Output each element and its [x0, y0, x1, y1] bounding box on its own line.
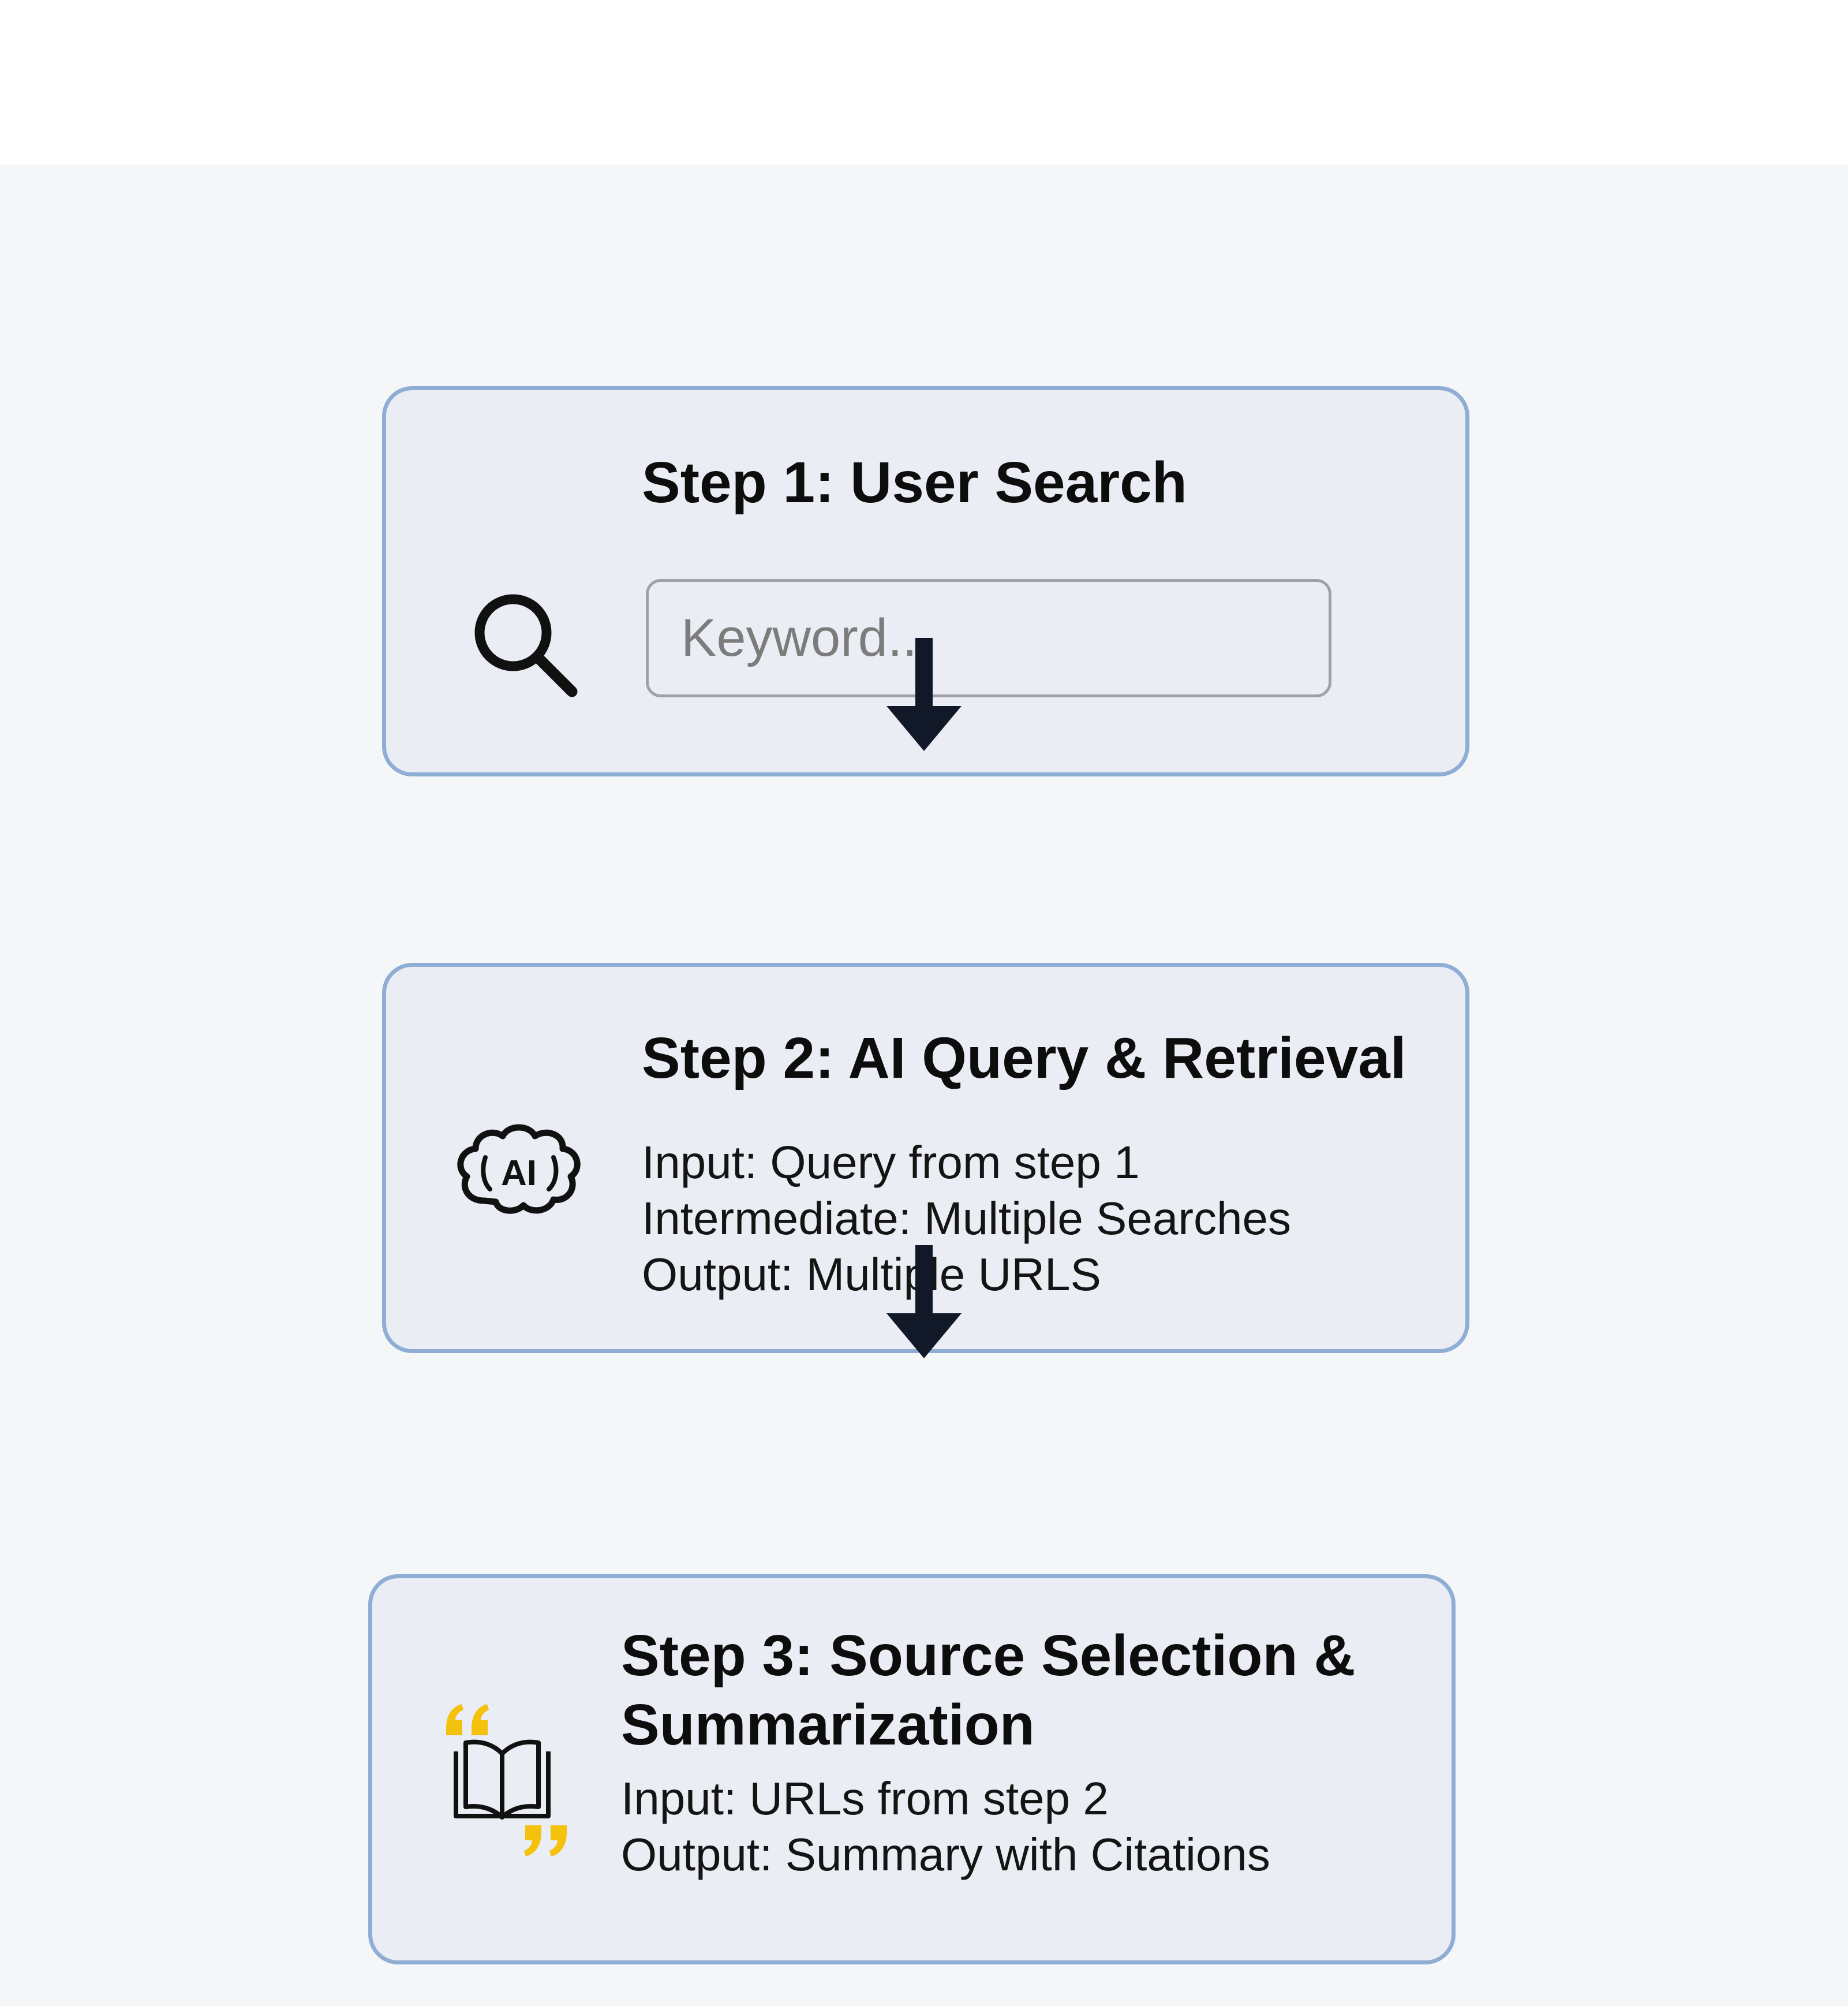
step-2-details: Input: Query from step 1 Intermediate: M…: [642, 1134, 1291, 1302]
step-3-title: Step 3: Source Selection & Summarization: [621, 1623, 1356, 1757]
step-3-output-line: Output: Summary with Citations: [621, 1829, 1270, 1880]
step-1-title: Step 1: User Search: [642, 450, 1187, 515]
keyword-search-input[interactable]: [646, 579, 1331, 697]
book-quote-icon: [430, 1694, 580, 1861]
down-arrow-icon: [884, 638, 964, 753]
step-2-title: Step 2: AI Query & Retrieval: [642, 1026, 1406, 1090]
step-3-card: Step 3: Source Selection & Summarization…: [368, 1574, 1456, 1964]
step-3-input-line: Input: URLs from step 2: [621, 1773, 1109, 1824]
magnifying-glass-icon: [467, 587, 582, 702]
ai-icon-text: AI: [501, 1153, 537, 1193]
step-3-details: Input: URLs from step 2 Output: Summary …: [621, 1770, 1270, 1882]
step-1-card: Step 1: User Search: [382, 386, 1469, 776]
diagram-canvas: Step 1: User Search Step 2: AI Query & R…: [0, 165, 1848, 2006]
ai-brain-icon: AI: [450, 1114, 588, 1230]
step-2-input-line: Input: Query from step 1: [642, 1137, 1140, 1188]
step-2-intermediate-line: Intermediate: Multiple Searches: [642, 1193, 1291, 1244]
step-2-output-line: Output: Multiple URLS: [642, 1249, 1101, 1300]
down-arrow-icon: [884, 1245, 964, 1361]
